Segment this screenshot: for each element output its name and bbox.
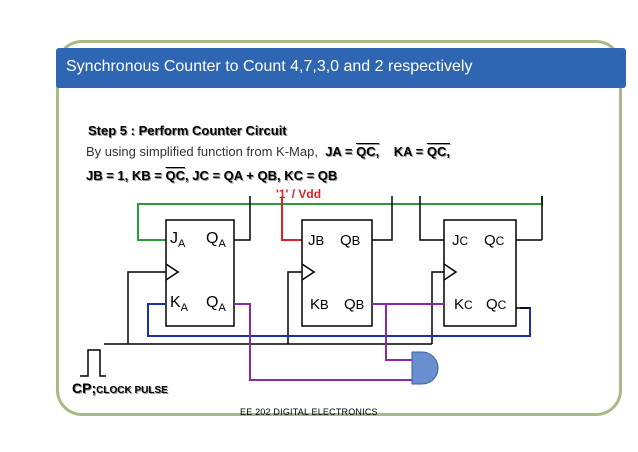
ff-c-clock-triangle bbox=[443, 263, 458, 281]
ka-rhs: QC, bbox=[426, 144, 450, 159]
ff-a-j-sub: A bbox=[178, 238, 186, 251]
ff-c-j: J bbox=[452, 232, 460, 249]
ja-lhs: JA = bbox=[325, 144, 357, 159]
ff-c-j-label: JC bbox=[452, 232, 468, 249]
purple-wire-qb-bar-to-and bbox=[372, 303, 412, 361]
purple-wire-qa-bar-to-and bbox=[234, 303, 412, 381]
ff-b-k-label: KB bbox=[310, 296, 329, 313]
vdd-label: '1' / Vdd bbox=[276, 187, 322, 201]
qa-output-wire bbox=[234, 196, 251, 241]
ff-a-k-sub: A bbox=[180, 302, 189, 315]
ff-b-qn: Q bbox=[344, 296, 356, 313]
clock-to-ff-b bbox=[287, 271, 302, 344]
red-wire-vdd-to-jb bbox=[281, 198, 302, 241]
equation-line-2: JB = 1, KB = QC, JC = QA + QB, KC = QB bbox=[86, 168, 337, 183]
ff-b-q-label: QB bbox=[340, 232, 360, 249]
clock-pulse-symbol bbox=[80, 349, 106, 377]
and-gate bbox=[411, 351, 439, 385]
ff-b-qn-label: QB bbox=[344, 296, 364, 313]
ff-a-qn-sub: A bbox=[218, 302, 226, 315]
ff-c-j-sub: C bbox=[459, 234, 469, 248]
slide-title: Synchronous Counter to Count 4,7,3,0 and… bbox=[66, 58, 473, 75]
jc-input-wire bbox=[419, 196, 444, 241]
ff-b-qn-sub: B bbox=[355, 297, 365, 312]
ff-a-j: J bbox=[170, 230, 178, 247]
ff-a-clock-triangle bbox=[165, 263, 180, 281]
ff-a-qn: Q bbox=[206, 294, 219, 311]
clock-sub: CLOCK PULSE bbox=[96, 385, 168, 396]
ff-a-q-label: QA bbox=[206, 230, 226, 250]
description-text: By using simplified function from K-Map, bbox=[86, 144, 318, 159]
ff-a-k: K bbox=[170, 294, 181, 311]
ff-b-k: K bbox=[310, 296, 321, 313]
ff-b-q-sub: B bbox=[351, 233, 361, 248]
jc-kc-equations: , JC = QA + QB, KC = QB bbox=[184, 168, 338, 183]
ff-b-j-sub: B bbox=[315, 233, 325, 248]
ja-equation: JA = QC, bbox=[322, 144, 380, 159]
ff-c-qn-label: QC bbox=[486, 296, 506, 313]
step-heading: Step 5 : Perform Counter Circuit bbox=[88, 123, 287, 138]
ff-c-q: Q bbox=[484, 232, 496, 249]
clock-to-ff-a bbox=[127, 271, 166, 344]
ff-b-j-label: JB bbox=[308, 232, 324, 249]
ff-b-j: J bbox=[308, 232, 316, 249]
flip-flop-c bbox=[443, 219, 517, 327]
clock-pulse-label: CP;CLOCK PULSE bbox=[72, 380, 168, 396]
ff-c-qn-sub: C bbox=[497, 298, 507, 312]
ff-c-qn: Q bbox=[486, 296, 498, 313]
clock-to-ff-c bbox=[431, 271, 444, 344]
ff-a-j-label: JA bbox=[170, 230, 185, 250]
ff-c-k-label: KC bbox=[454, 296, 473, 313]
ff-c-k: K bbox=[454, 296, 465, 313]
ff-a-q-sub: A bbox=[218, 238, 226, 251]
title-bar bbox=[56, 48, 626, 88]
ff-b-clock-triangle bbox=[301, 263, 316, 281]
kb-rhs: QC bbox=[165, 168, 185, 183]
ka-equation: KA = QC, bbox=[383, 144, 450, 159]
footer-text: EE 202 DIGITAL ELECTRONICS bbox=[240, 407, 378, 417]
ff-c-q-label: QC bbox=[484, 232, 504, 249]
ff-c-q-sub: C bbox=[495, 234, 505, 248]
ja-rhs: QC, bbox=[356, 144, 380, 159]
ff-b-q: Q bbox=[340, 232, 352, 249]
ka-lhs: KA = bbox=[393, 144, 427, 159]
description-line: By using simplified function from K-Map,… bbox=[86, 144, 450, 159]
clock-cp: CP bbox=[72, 380, 92, 396]
ff-a-qn-label: QA bbox=[206, 294, 226, 314]
ff-b-k-sub: B bbox=[320, 297, 329, 312]
jb-kb-lhs: JB = 1, KB = bbox=[86, 168, 166, 183]
qb-output-wire bbox=[372, 196, 393, 241]
ff-a-q: Q bbox=[206, 230, 219, 247]
ff-c-k-sub: C bbox=[464, 298, 473, 312]
ff-a-k-label: KA bbox=[170, 294, 188, 314]
